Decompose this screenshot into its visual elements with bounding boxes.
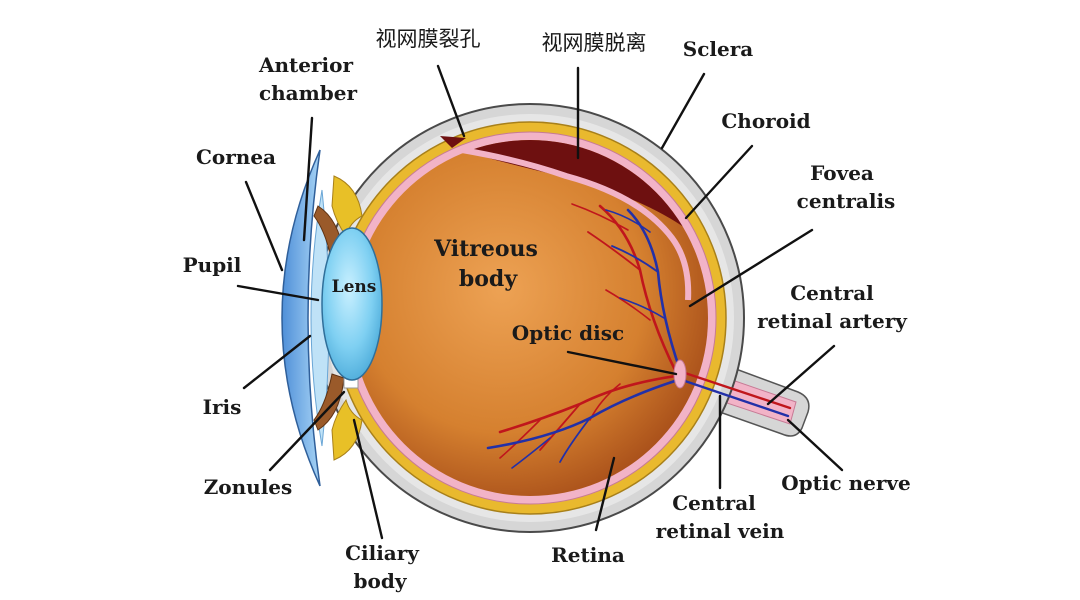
label-central-artery-line1: Central [790,281,874,305]
cornea [281,149,321,487]
label-sclera: Sclera [683,37,753,61]
label-retinal-hole: 视网膜裂孔 [376,27,481,51]
label-cornea: Cornea [196,145,276,169]
label-fovea-line2: centralis [797,189,896,213]
ciliary-body [331,398,363,461]
label-retinal-detachment: 视网膜脱离 [542,31,647,55]
label-retina: Retina [551,543,625,567]
label-anterior-chamber-line1: Anterior [258,53,353,77]
leader-lines [236,64,844,540]
label-fovea-line1: Fovea [810,161,874,185]
label-central-vein-line1: Central [672,491,756,515]
vitreous-body [352,140,708,496]
label-iris: Iris [203,395,242,419]
retinal-hole [440,136,466,148]
label-central-artery-line2: retinal artery [757,309,908,333]
label-central-vein-line2: retinal vein [656,519,785,543]
label-pupil: Pupil [183,253,242,277]
label-optic-disc: Optic disc [512,321,624,345]
label-vitreous-line1: Vitreous [433,236,538,262]
label-anterior-chamber-line2: chamber [259,81,358,105]
label-choroid: Choroid [721,109,810,133]
label-zonules: Zonules [204,475,293,499]
retinal-vessels [486,203,792,469]
label-optic-nerve: Optic nerve [781,471,911,495]
label-ciliary-line2: body [354,569,408,593]
lens [321,227,383,381]
detached-retina [461,147,692,301]
ciliary-body-upper [331,175,363,238]
label-ciliary-line1: Ciliary [345,541,420,565]
label-lens: Lens [332,277,377,297]
label-vitreous-line2: body [459,266,518,292]
